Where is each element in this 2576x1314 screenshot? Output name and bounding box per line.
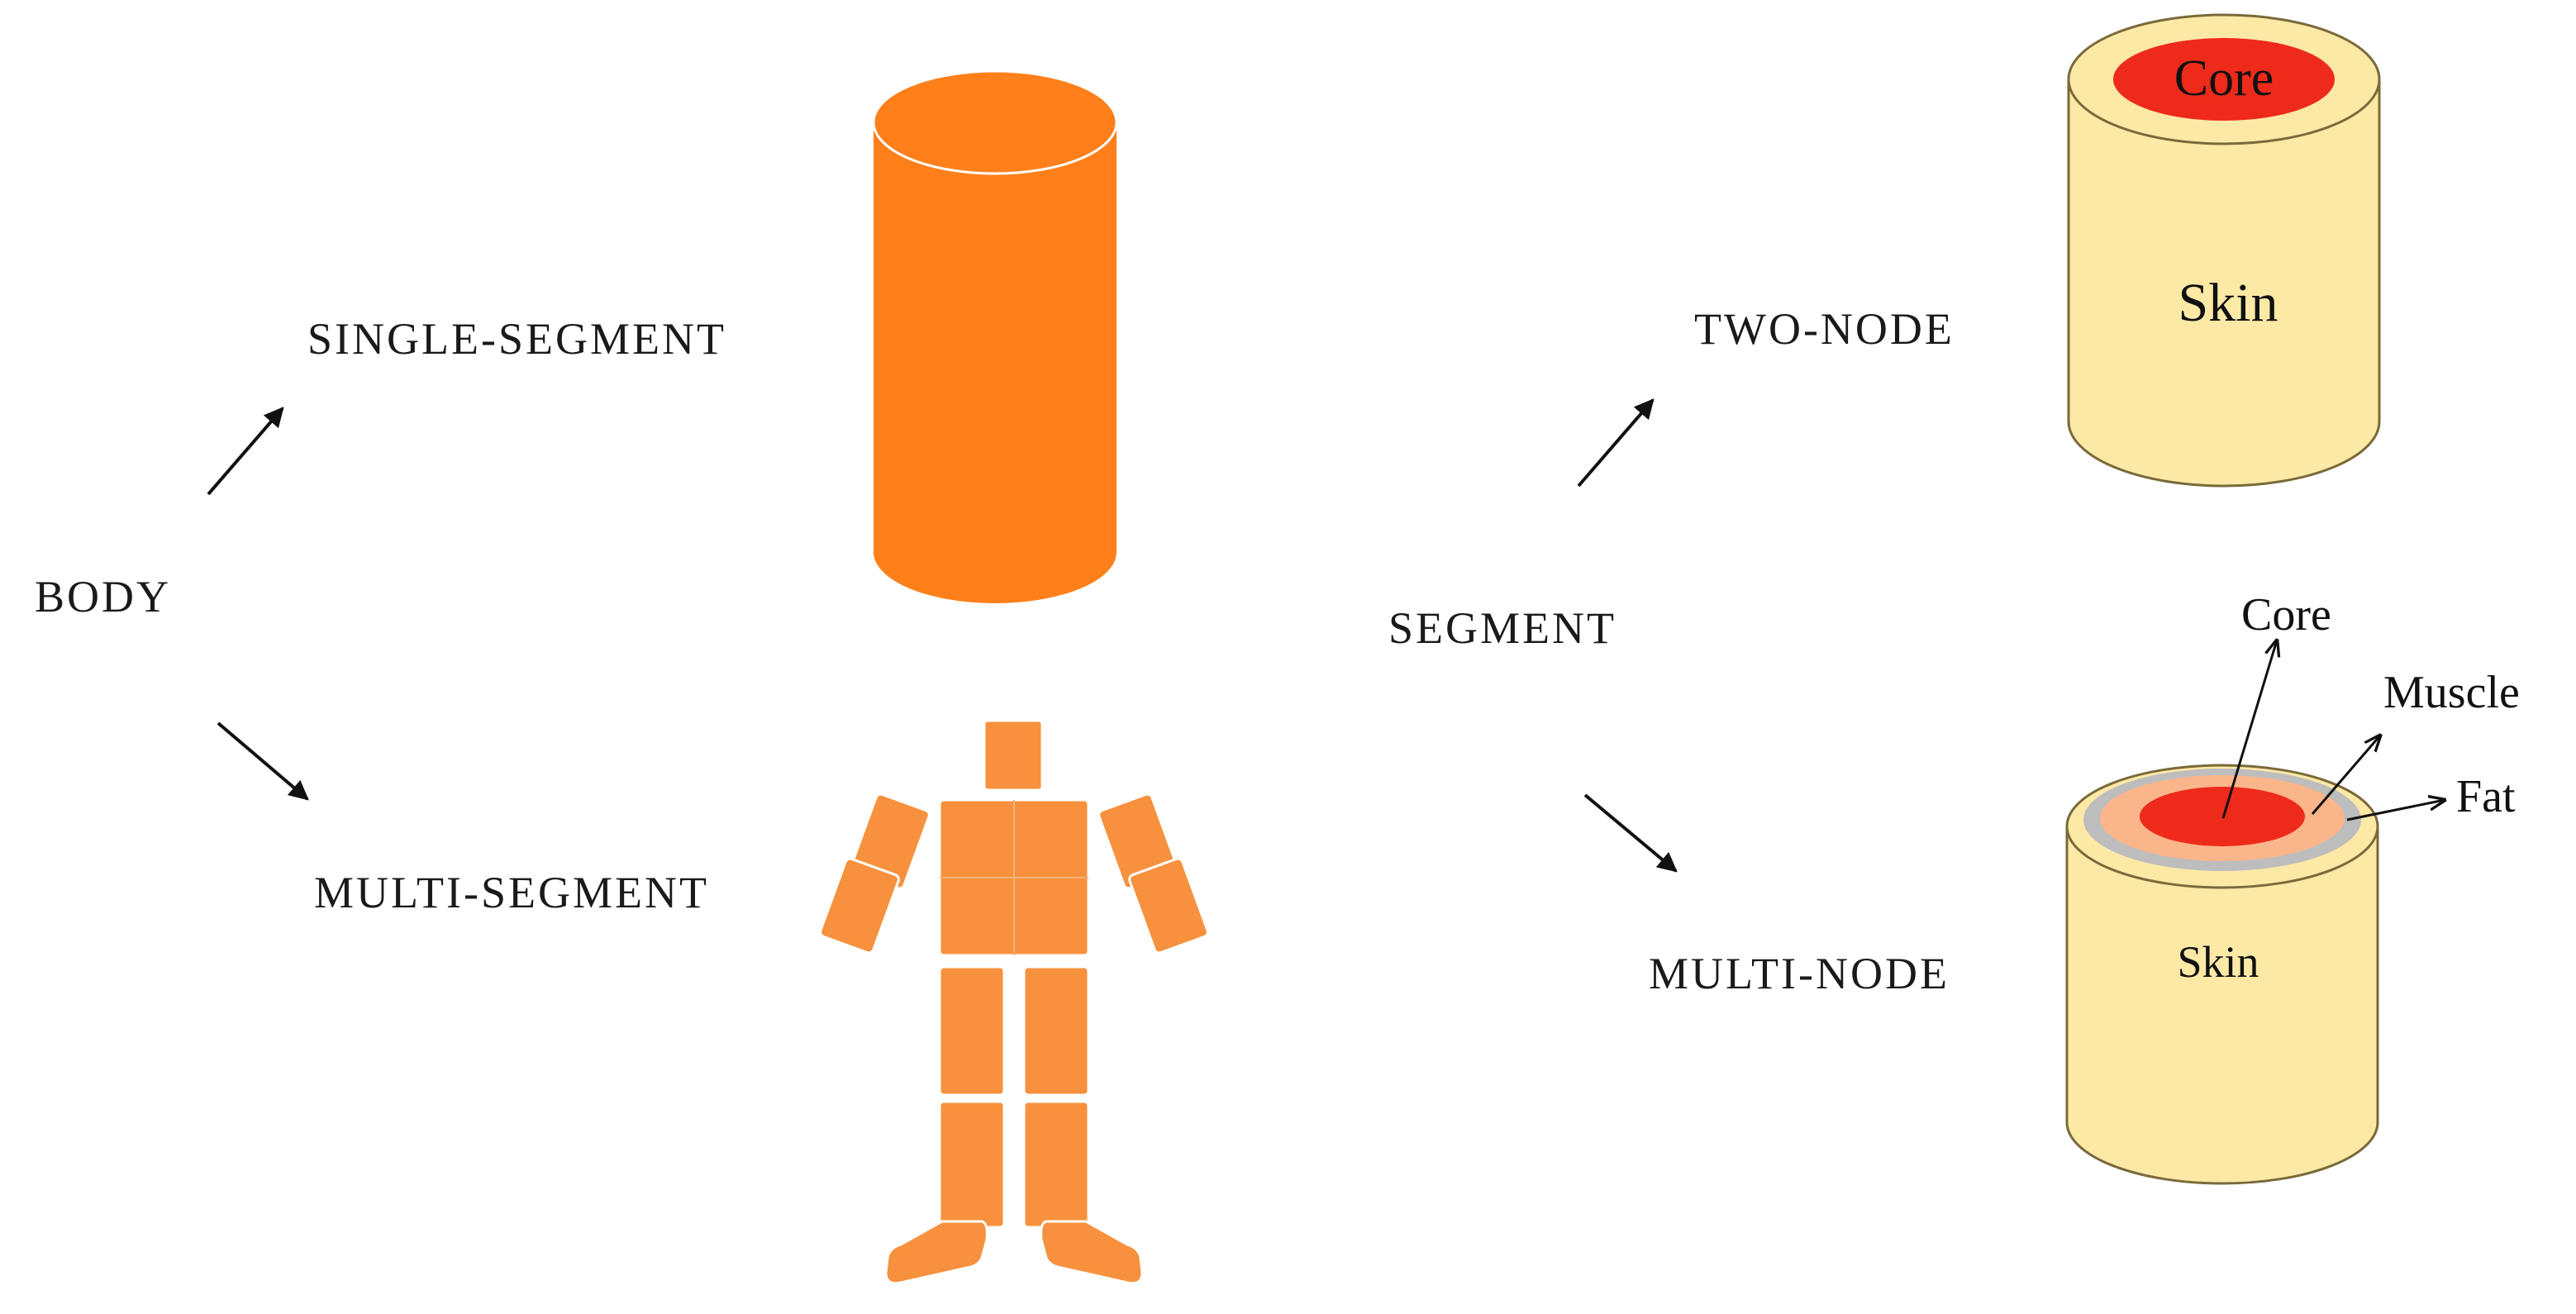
arrow-to-two-node	[1577, 398, 1655, 488]
two-node-core-label: Core	[2174, 50, 2274, 107]
arrow-to-multi-node	[1583, 793, 1678, 873]
label-multi-segment: MULTI-SEGMENT	[314, 868, 709, 917]
label-single-segment: SINGLE-SEGMENT	[307, 314, 726, 364]
figure-left-foot	[884, 1220, 988, 1285]
figure-right-foot	[1040, 1220, 1144, 1285]
two-node-skin-label: Skin	[2178, 273, 2278, 333]
callout-arrow-fat	[2346, 800, 2445, 821]
multi-node-muscle-label: Muscle	[2383, 667, 2520, 718]
multi-node-skin-label: Skin	[2177, 937, 2259, 987]
figure-right-thigh	[1022, 965, 1090, 1097]
figure-left-thigh	[938, 965, 1006, 1097]
two-node-cylinder: Core Skin	[2067, 13, 2381, 488]
figure-right-shin	[1022, 1100, 1090, 1229]
multi-node-cylinder: Skin Core Muscle Fat	[2065, 589, 2520, 1185]
figure-left-forearm	[819, 857, 900, 955]
label-segment: SEGMENT	[1388, 603, 1617, 653]
multi-segment-human-figure	[819, 719, 1209, 1285]
arrow-to-single-segment	[207, 407, 284, 496]
label-body: BODY	[35, 572, 171, 621]
single-segment-cylinder	[872, 69, 1118, 603]
label-two-node: TWO-NODE	[1694, 304, 1955, 354]
arrow-to-multi-segment	[217, 721, 309, 801]
two-node-core-area	[2113, 38, 2335, 121]
multi-node-fat-label: Fat	[2456, 771, 2516, 822]
label-multi-node: MULTI-NODE	[1649, 949, 1950, 998]
callout-arrow-core	[2221, 640, 2277, 819]
figure-head	[983, 719, 1044, 792]
figure-left-shin	[938, 1100, 1006, 1229]
callout-arrow-muscle	[2311, 736, 2380, 815]
multi-node-core-area	[2140, 787, 2305, 846]
figure-right-forearm	[1128, 857, 1209, 955]
multi-node-core-label: Core	[2241, 589, 2331, 640]
